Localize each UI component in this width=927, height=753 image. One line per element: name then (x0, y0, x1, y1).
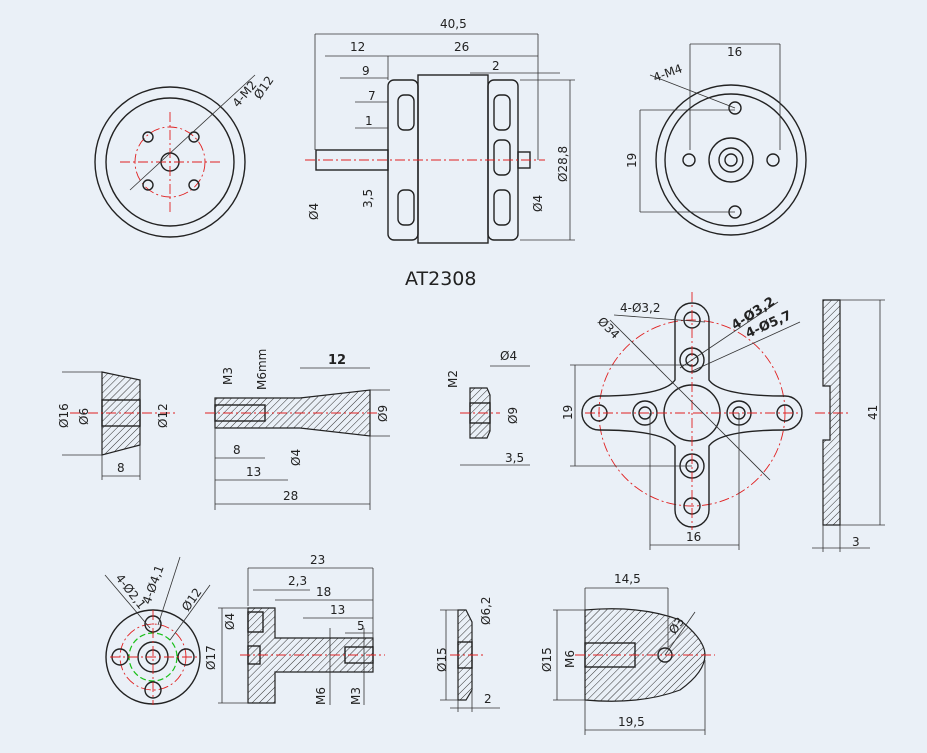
dim-label: 3,5 (361, 189, 375, 208)
dim-label: Ø4 (223, 613, 237, 630)
dim-label: M3 (349, 687, 363, 705)
dim-label: 14,5 (614, 572, 641, 586)
dim-label: 8 (233, 443, 241, 457)
dim-label: Ø15 (540, 647, 554, 672)
dim-label: Ø12 (251, 73, 277, 101)
dim-label: Ø12 (179, 585, 205, 613)
dim-label: 2 (484, 692, 492, 706)
dim-label: Ø4 (531, 195, 545, 212)
dim-label: 19,5 (618, 715, 645, 729)
dim-label: Ø12 (156, 403, 170, 428)
dim-label: 3,5 (505, 451, 524, 465)
dim-label: 9 (362, 64, 370, 78)
washer-view: Ø6,2 Ø15 2 (435, 596, 500, 712)
dim-label: Ø34 (595, 314, 622, 341)
dim-label: 2 (492, 59, 500, 73)
dim-label: 4-Ø4,1 (140, 563, 167, 606)
motor-front-view: 4-M2 Ø12 (94, 73, 277, 238)
mount-side-view: 41 3 (812, 299, 885, 552)
dim-label: 19 (625, 153, 639, 168)
dim-label: 23 (310, 553, 325, 567)
dim-label: Ø6,2 (479, 596, 493, 625)
dim-label: 4-Ø3,2 (620, 301, 661, 315)
dim-label: M6mm (255, 349, 269, 390)
dim-label: 26 (454, 40, 469, 54)
cone-adapter-view: Ø16 Ø6 Ø12 8 (57, 371, 175, 480)
dim-label: 3 (852, 535, 860, 549)
dim-label: Ø4 (289, 449, 303, 466)
dim-label: 8 (117, 461, 125, 475)
dim-label: 13 (246, 465, 261, 479)
dim-label: 28 (283, 489, 298, 503)
shaft-adapter-view: M3 M6mm 12 Ø9 8 Ø4 13 28 (205, 349, 390, 510)
dim-label: 4-M4 (651, 61, 684, 84)
dim-label: Ø28,8 (556, 146, 570, 182)
dim-label: Ø6 (77, 408, 91, 425)
dim-label: 40,5 (440, 17, 467, 31)
motor-back-view: 16 4-M4 19 (625, 43, 807, 236)
drawing-title: AT2308 (405, 268, 476, 290)
dim-label: Ø15 (435, 647, 449, 672)
dim-label: Ø17 (204, 645, 218, 670)
dim-label: Ø9 (376, 405, 390, 422)
dim-label: 12 (328, 353, 346, 368)
cross-mount-view: 4-Ø3,2 Ø34 4-Ø3,2 4-Ø5,7 19 16 (561, 292, 803, 550)
dim-label: M6 (563, 650, 577, 668)
dim-label: 13 (330, 603, 345, 617)
nut-view: M2 Ø4 Ø9 3,5 (446, 349, 530, 466)
dim-label: 12 (350, 40, 365, 54)
dim-label: M6 (314, 687, 328, 705)
dim-label: Ø4 (500, 349, 517, 363)
prop-adapter-front-view: 4-Ø2,1 4-Ø4,1 Ø12 (104, 556, 211, 705)
dim-label: Ø4 (307, 203, 321, 220)
dim-label: 1 (365, 114, 373, 128)
dim-label: 16 (727, 45, 742, 59)
motor-side-view: AT2308 40,5 12 26 9 2 7 1 Ø4 3,5 Ø4 Ø28,… (305, 17, 575, 290)
dim-label: Ø9 (506, 407, 520, 424)
prop-adapter-side-view: 23 2,3 18 13 5 Ø4 Ø17 M6 M3 (204, 553, 385, 705)
dim-label: 7 (368, 89, 376, 103)
dim-label: 18 (316, 585, 331, 599)
dim-label: M3 (221, 367, 235, 385)
dim-label: M2 (446, 370, 460, 388)
dim-label: 2,3 (288, 574, 307, 588)
spinner-view: 14,5 Ø3 Ø15 M6 19,5 (540, 572, 715, 735)
dim-label: 41 (866, 405, 880, 420)
dim-label: 19 (561, 405, 575, 420)
dim-label: Ø16 (57, 403, 71, 428)
dim-label: 16 (686, 530, 701, 544)
dim-label: 5 (357, 619, 365, 633)
